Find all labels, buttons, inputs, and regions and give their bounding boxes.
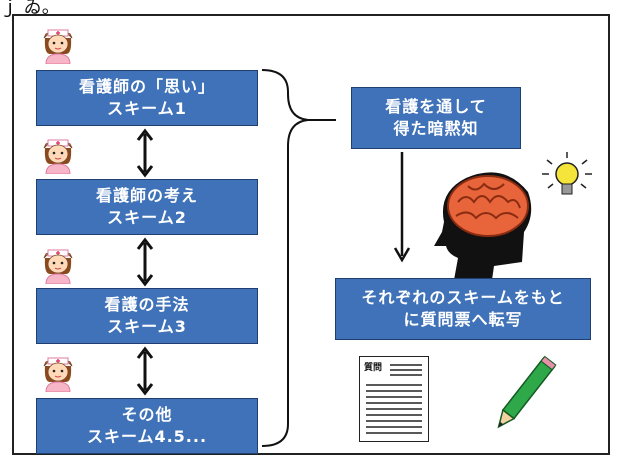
- right-brace-icon: [261, 69, 336, 447]
- top-text-fragment: ｊ ゐ。: [0, 0, 60, 18]
- nurse-icon: [43, 139, 73, 174]
- nurse-icon: [43, 357, 73, 392]
- nurse-icon: [43, 29, 73, 64]
- scheme-box-4-line2: スキーム4.5...: [86, 427, 208, 446]
- scheme-box-2-line1: 看護師の考え: [95, 186, 198, 205]
- double-arrow-icon: [136, 346, 154, 396]
- tacit-knowledge-line1: 看護を通して: [385, 97, 487, 116]
- down-arrow-icon: [393, 152, 411, 263]
- document-icon: 質問: [359, 356, 429, 442]
- nurse-icon: [43, 249, 73, 284]
- scheme-box-4: その他 スキーム4.5...: [36, 398, 258, 454]
- scheme-box-1-line2: スキーム1: [107, 99, 187, 118]
- double-arrow-icon: [136, 237, 154, 287]
- scheme-box-1-line1: 看護師の「思い」: [78, 77, 215, 96]
- lightbulb-icon: [542, 152, 592, 195]
- transfer-box-line2: に質問票へ転写: [403, 310, 523, 329]
- transfer-box: それぞれのスキームをもと に質問票へ転写: [335, 278, 591, 340]
- scheme-box-4-line1: その他: [121, 405, 173, 424]
- scheme-box-3: 看護の手法 スキーム3: [36, 288, 258, 344]
- document-lines: [366, 364, 422, 434]
- scheme-box-3-line2: スキーム3: [107, 317, 187, 336]
- scheme-box-3-line1: 看護の手法: [104, 295, 190, 314]
- tacit-knowledge-line2: 得た暗黙知: [393, 119, 479, 138]
- scheme-box-2: 看護師の考え スキーム2: [36, 179, 258, 235]
- scheme-box-2-line2: スキーム2: [107, 208, 187, 227]
- tacit-knowledge-box: 看護を通して 得た暗黙知: [351, 87, 521, 149]
- double-arrow-icon: [136, 128, 154, 178]
- document-label: 質問: [364, 363, 383, 373]
- transfer-box-line1: それぞれのスキームをもと: [361, 288, 565, 307]
- diagram-frame: 看護師の「思い」 スキーム1 看護師の考え スキーム2 看護の手法 スキーム3 …: [12, 14, 610, 455]
- scheme-box-1: 看護師の「思い」 スキーム1: [36, 70, 258, 126]
- pencil-icon: [497, 355, 557, 429]
- head-brain-icon: [434, 172, 532, 280]
